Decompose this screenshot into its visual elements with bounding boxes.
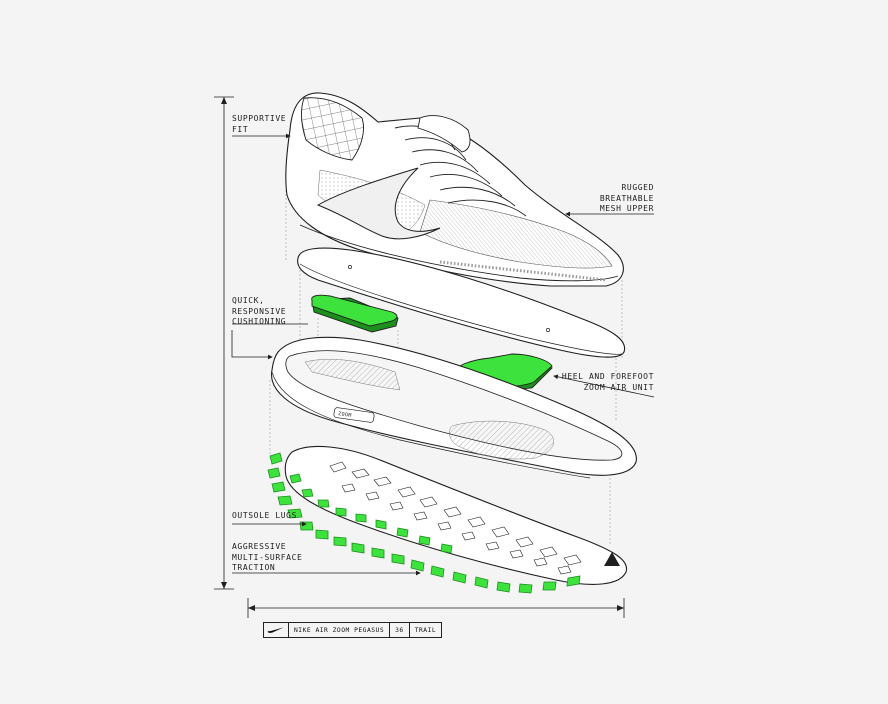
shoe-upper [285,92,624,287]
midsole [271,336,637,479]
product-version: 36 [389,623,409,637]
label-supportive-fit: SUPPORTIVE FIT [232,114,287,134]
swoosh-icon [264,623,288,637]
product-variant: TRAIL [408,623,441,637]
outsole [284,445,628,585]
dimension-line-horizontal [247,598,625,618]
label-zoom-air-unit: HEEL AND FOREFOOT ZOOM AIR UNIT [561,372,654,392]
outsole-lugs [267,452,581,594]
label-traction: AGGRESSIVE MULTI-SURFACE TRACTION [232,542,303,572]
traction-pattern [329,461,582,575]
label-mesh-upper: RUGGED BREATHABLE MESH UPPER [599,183,654,213]
insole [297,247,626,358]
midsole-zoom-badge-text: ZOOM [337,411,353,419]
dimension-line-vertical [214,96,234,590]
product-model-name: NIKE AIR ZOOM PEGASUS [288,623,389,637]
leader-lines [231,133,655,576]
heel-zoom-air-unit [311,294,399,333]
label-cushioning: QUICK, RESPONSIVE CUSHIONING [232,296,287,326]
label-outsole-lugs: OUTSOLE LUGS [232,511,297,520]
product-tag: NIKE AIR ZOOM PEGASUS 36 TRAIL [263,622,443,638]
